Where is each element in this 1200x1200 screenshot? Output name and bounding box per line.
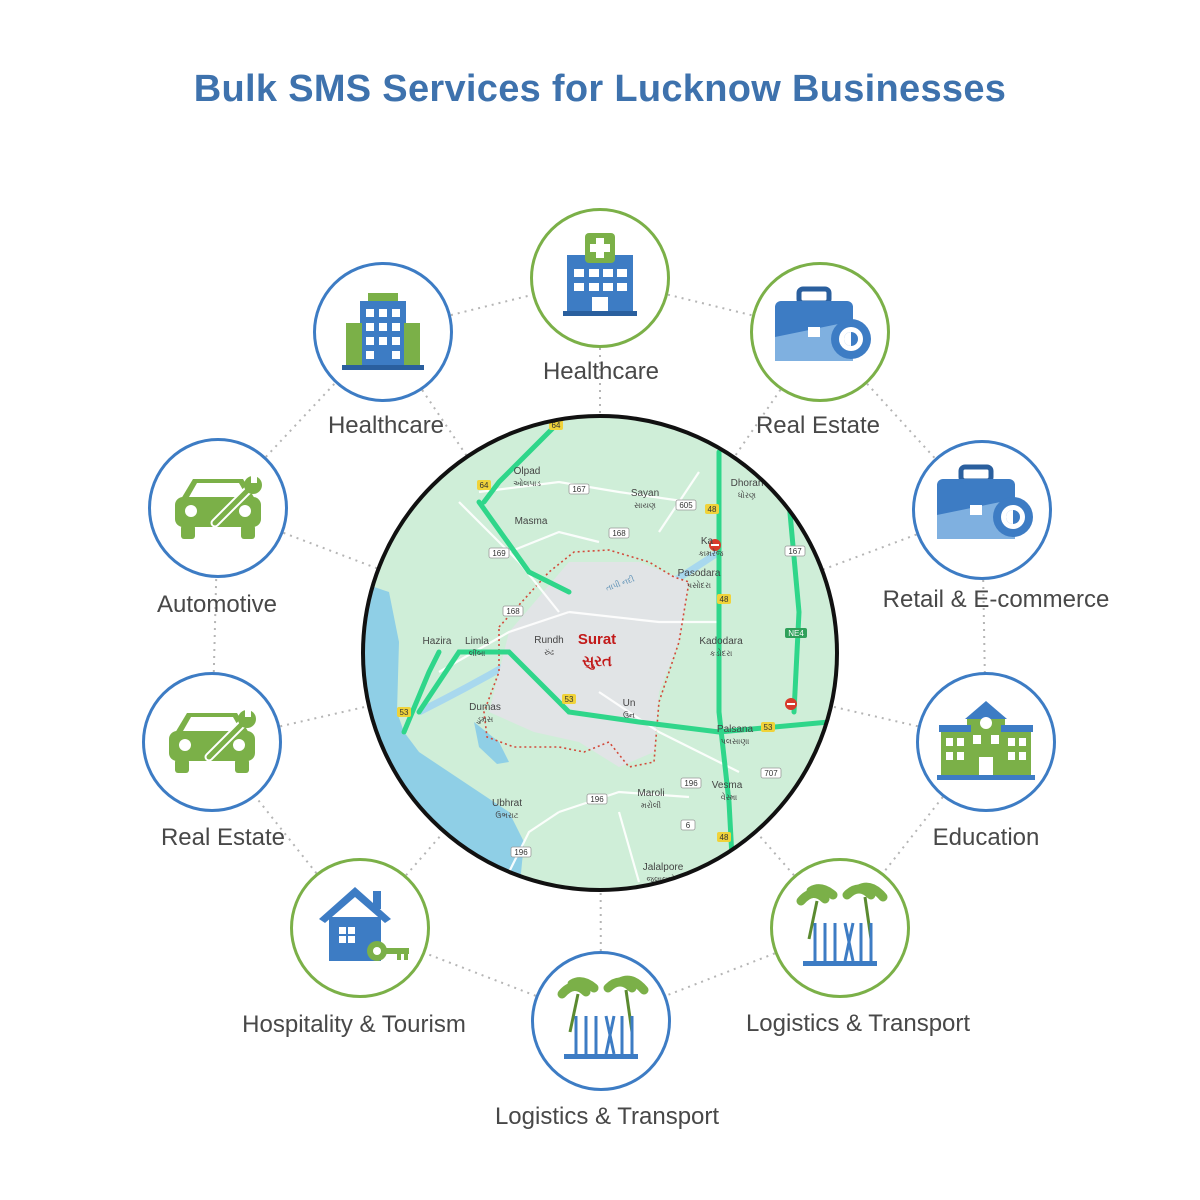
svg-text:ઓલપાડ: ઓલપાડ [513,478,541,488]
svg-text:કડોદરા: કડોદરા [710,648,733,658]
industry-label: Healthcare [542,358,660,385]
industry-label: Real Estate [160,824,286,851]
svg-text:પસોદરા: પસોદરા [687,580,711,590]
industry-node-hospitality [290,858,430,998]
city-area [489,562,689,767]
svg-text:707: 707 [764,769,778,778]
svg-text:48: 48 [720,595,729,604]
industry-label: Logistics & Transport [745,1010,971,1037]
svg-text:169: 169 [492,549,506,558]
industry-node-education [916,672,1056,812]
car-wrench-icon [175,475,262,539]
svg-text:64: 64 [552,421,561,430]
connector-line [217,331,384,509]
hospital-icon [563,233,637,316]
city-map: 64 64 167 605 48 169 168 168 167 48 NE4 … [359,412,841,894]
svg-text:જલાલપોર: જલાલપોર [647,874,680,884]
industry-label: Logistics & Transport [494,1103,720,1130]
svg-text:53: 53 [400,708,409,717]
connector-line [819,331,983,511]
industry-node-real-estate-left [142,672,282,812]
svg-text:રુંઢ: રુંઢ [544,647,554,657]
svg-text:Jalalpore: Jalalpore [643,862,684,873]
svg-text:પલસાણા: પલસાણા [721,737,750,746]
industry-node-retail [912,440,1052,580]
svg-text:Limla: Limla [465,636,489,647]
industry-label: Healthcare [327,412,445,439]
svg-text:Sayan: Sayan [631,488,659,499]
svg-text:Ka: Ka [701,536,714,547]
svg-text:196: 196 [514,848,528,857]
svg-text:Dumas: Dumas [469,702,501,713]
school-icon [937,701,1035,780]
svg-text:મરોલી: મરોલી [641,800,661,810]
highway-169 [476,499,572,595]
svg-text:ઉભરાટ: ઉભરાટ [495,810,519,820]
industry-node-healthcare-left [313,262,453,402]
highway-53 [416,649,832,735]
car-wrench-icon [169,709,256,773]
svg-text:6: 6 [686,821,691,830]
svg-text:53: 53 [565,695,574,704]
svg-text:Dhoran: Dhoran [731,478,764,489]
svg-text:48: 48 [720,833,729,842]
svg-text:605: 605 [679,501,693,510]
highway-64 [481,419,562,505]
svg-text:196: 196 [684,779,698,788]
industry-label: Hospitality & Tourism [242,1011,466,1038]
page-title: Bulk SMS Services for Lucknow Businesses [193,68,1007,110]
svg-text:ઉન: ઉન [623,710,635,720]
industry-label: Real Estate [755,412,881,439]
industry-node-logistics-right [770,858,910,998]
svg-text:Un: Un [623,698,636,709]
svg-text:Kadodara: Kadodara [699,636,743,647]
city-label: Surat [578,631,616,648]
svg-text:168: 168 [506,607,520,616]
svg-text:167: 167 [572,485,586,494]
svg-text:64: 64 [480,481,489,490]
industry-label: Automotive [156,591,278,618]
svg-text:48: 48 [708,505,717,514]
briefcase-gear-icon [775,286,871,361]
palm-resort-icon [557,975,649,1059]
highway-48 [716,449,737,890]
office-building-icon [342,293,424,370]
svg-text:ડુમસ: ડુમસ [476,715,494,724]
svg-text:Olpad: Olpad [514,466,541,477]
industry-node-automotive [148,438,288,578]
svg-text:Vesma: Vesma [712,780,743,791]
connector-line [599,277,821,333]
svg-text:લીંબા: લીંબા [469,647,486,658]
svg-text:Masma: Masma [515,516,548,527]
industry-node-healthcare-top [530,208,670,348]
industry-node-real-estate-top [750,262,890,402]
svg-text:સાયણ: સાયણ [634,501,656,510]
svg-text:Palsana: Palsana [717,724,754,735]
svg-text:Pasodara: Pasodara [678,568,721,579]
svg-text:168: 168 [612,529,626,538]
svg-text:Hazira: Hazira [423,636,452,647]
house-key-icon [319,887,409,961]
industry-label: Education [932,824,1040,851]
svg-text:વેસ્મા: વેસ્મા [721,792,738,802]
svg-text:167: 167 [788,547,802,556]
briefcase-gear-icon [937,464,1033,539]
svg-text:NE4: NE4 [788,629,804,638]
industry-node-logistics-bottom [531,951,671,1091]
svg-text:Rundh: Rundh [534,635,563,646]
svg-text:Maroli: Maroli [637,788,664,799]
highway-ne4 [786,499,802,715]
palm-resort-icon [796,882,888,966]
industry-label: Retail & E-commerce [882,586,1110,613]
svg-text:53: 53 [764,723,773,732]
svg-text:સુરત: સુરત [582,653,612,670]
svg-text:કામરેજ: કામરેજ [699,548,724,558]
svg-text:Ubhrat: Ubhrat [492,798,522,809]
svg-text:196: 196 [590,795,604,804]
svg-text:ધોરણ: ધોરણ [738,490,756,500]
